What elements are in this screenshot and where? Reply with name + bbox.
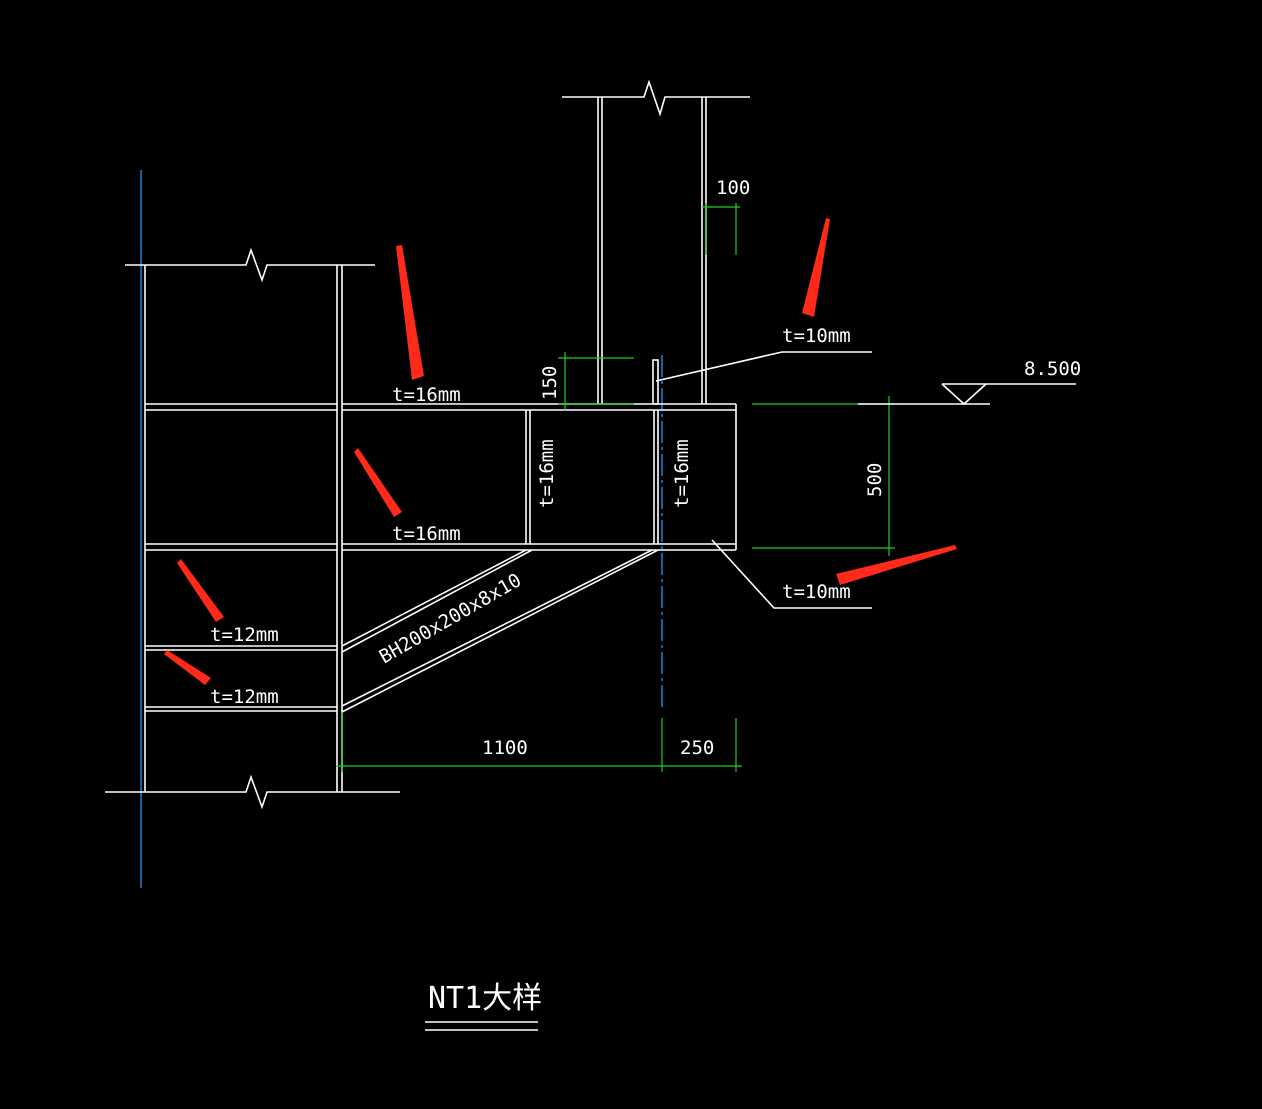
label-bottom-flange: t=16mm xyxy=(392,523,461,545)
label-brace: BH200x200x8x10 xyxy=(376,569,526,668)
dim-150: 150 xyxy=(539,366,561,400)
centerlines xyxy=(140,170,663,888)
red-arrow-icon xyxy=(396,245,424,380)
horizontal-beam xyxy=(342,403,737,551)
label-web-stiffener-right: t=16mm xyxy=(671,439,693,508)
left-column xyxy=(105,247,400,810)
label-stiffener-b: t=12mm xyxy=(210,686,279,708)
red-arrow-icon xyxy=(354,448,402,517)
leader-lines xyxy=(655,351,872,609)
elevation-symbol xyxy=(858,383,1076,406)
label-plate-lower: t=10mm xyxy=(782,581,851,603)
red-arrow-icon xyxy=(177,559,224,622)
dim-100: 100 xyxy=(716,177,750,199)
drawing-caption: NT1大样 xyxy=(428,981,542,1016)
red-arrow-icon xyxy=(836,545,957,585)
annotation-arrows xyxy=(164,218,957,685)
leader-plate-lower xyxy=(711,539,872,609)
left-panel-plates xyxy=(145,403,337,712)
dim-500: 500 xyxy=(864,463,886,497)
dim-1100: 1100 xyxy=(482,737,528,759)
diagonal-brace xyxy=(341,549,659,713)
label-stiffener-a: t=12mm xyxy=(210,624,279,646)
leader-plate-upper xyxy=(655,351,872,382)
dim-250: 250 xyxy=(680,737,714,759)
label-plate-upper: t=10mm xyxy=(782,325,851,347)
break-line-top-left xyxy=(125,247,375,283)
dimension-lines xyxy=(336,203,895,772)
red-arrow-icon xyxy=(802,218,830,317)
caption-underline xyxy=(425,1021,538,1031)
connection-plate xyxy=(652,359,659,405)
break-line-top xyxy=(562,79,750,117)
red-arrow-icon xyxy=(164,650,211,685)
upper-column xyxy=(562,79,750,405)
label-top-flange: t=16mm xyxy=(392,384,461,406)
elevation-value: 8.500 xyxy=(1024,358,1081,380)
break-line-bottom-left xyxy=(105,774,400,810)
label-web-stiffener-left: t=16mm xyxy=(536,439,558,508)
